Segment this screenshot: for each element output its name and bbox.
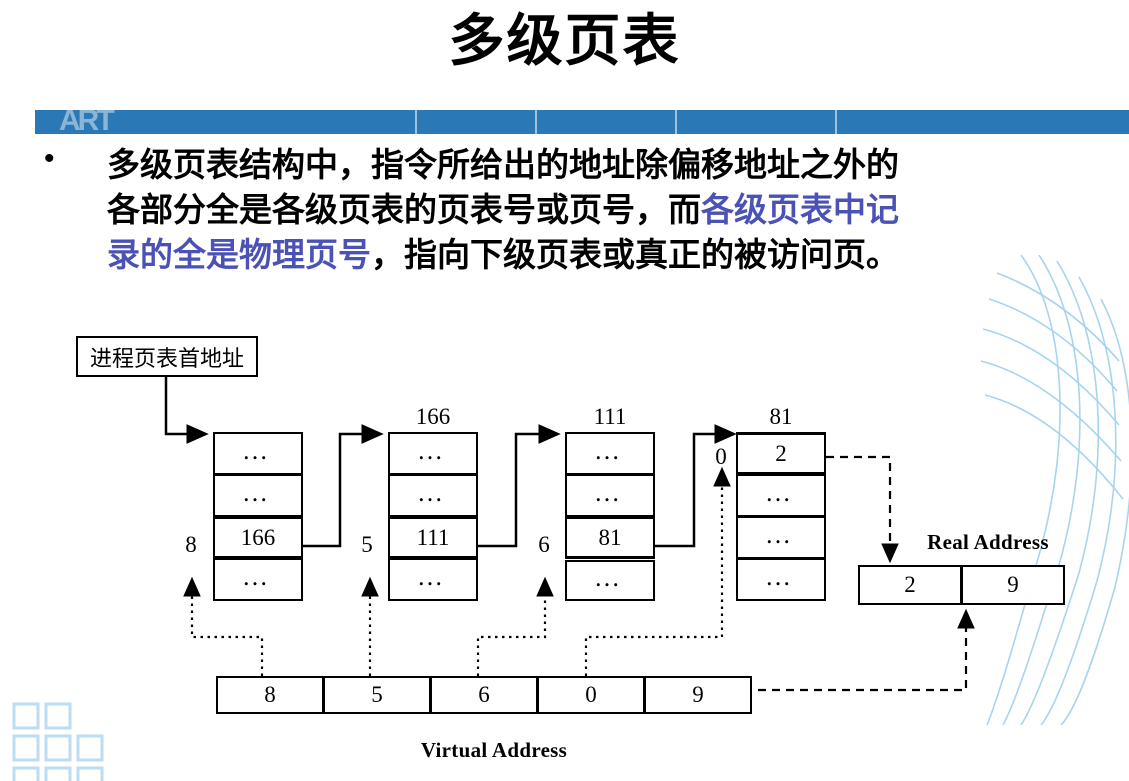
page-table-1-row-2: 166 — [213, 516, 303, 559]
page-table-3-row-2: 81 — [565, 516, 655, 559]
page-table-2-row-3: … — [388, 558, 478, 601]
page-table-1-index: 8 — [185, 532, 197, 557]
page-table-2-row-0: … — [388, 432, 478, 475]
process-page-table-base-label: 进程页表首地址 — [89, 346, 244, 372]
bullet-line-2: 各部分全是各级页表的页表号或页号，而各级页表中记 — [107, 187, 1094, 232]
page-table-2-row-2: 111 — [388, 516, 478, 559]
virtual-address-cell-4: 9 — [644, 676, 752, 714]
page-table-4-index: 0 — [715, 444, 727, 469]
real-address-cell-0: 2 — [858, 565, 962, 605]
virtual-address-cell-2: 6 — [430, 676, 538, 714]
decorative-squares — [12, 702, 104, 781]
virtual-address-cell-1: 5 — [323, 676, 431, 714]
virtual-address-cell-0: 8 — [216, 676, 324, 714]
bullet-line-3-highlight: 录的全是物理页号 — [107, 235, 371, 274]
bullet-line-1: 多级页表结构中，指令所给出的地址除偏移地址之外的 — [107, 142, 1094, 187]
bullet-paragraph: • 多级页表结构中，指令所给出的地址除偏移地址之外的 各部分全是各级页表的页表号… — [44, 142, 1094, 277]
page-table-1-row-3: … — [213, 558, 303, 601]
page-table-1-row-0: … — [213, 432, 303, 475]
page-table-3-row-3: … — [565, 560, 655, 601]
band-watermark: ART — [59, 104, 115, 137]
virtual-address-cell-3: 0 — [537, 676, 645, 714]
bullet-marker: • — [44, 142, 55, 175]
bullet-line-1-text: 多级页表结构中，指令所给出的地址除偏移地址之外的 — [107, 145, 899, 184]
page-table-4-row-3: … — [736, 558, 826, 601]
page-table-2-row-1: … — [388, 474, 478, 517]
page-table-4-row-1: … — [736, 474, 826, 517]
bullet-line-3: 录的全是物理页号，指向下级页表或真正的被访问页。 — [107, 232, 1094, 277]
page-table-2-header: 166 — [415, 404, 451, 429]
bullet-line-3-text: ，指向下级页表或真正的被访问页。 — [371, 235, 899, 274]
page-table-4-row-2: … — [736, 516, 826, 559]
page-table-4-header: 81 — [769, 404, 793, 429]
process-page-table-base-box: 进程页表首地址 — [76, 336, 258, 377]
page-title: 多级页表 — [448, 9, 681, 74]
page-table-3-header: 111 — [593, 404, 627, 429]
page-table-2-index: 5 — [361, 532, 373, 557]
page-table-3-index: 6 — [538, 532, 550, 557]
decorative-curves — [980, 255, 1129, 725]
page-table-1-row-1: … — [213, 474, 303, 517]
bullet-line-2-highlight: 各级页表中记 — [701, 190, 899, 229]
real-address-caption: Real Address — [927, 530, 1049, 554]
bullet-line-2-text: 各部分全是各级页表的页表号或页号，而 — [107, 190, 701, 229]
page-table-4-row-0: 2 — [736, 432, 826, 475]
page-table-3-row-0: … — [565, 432, 655, 475]
accent-band: ART — [35, 104, 1129, 137]
page-table-3-row-1: … — [565, 474, 655, 517]
virtual-address-caption: Virtual Address — [420, 738, 568, 762]
real-address-cell-1: 9 — [961, 565, 1065, 605]
